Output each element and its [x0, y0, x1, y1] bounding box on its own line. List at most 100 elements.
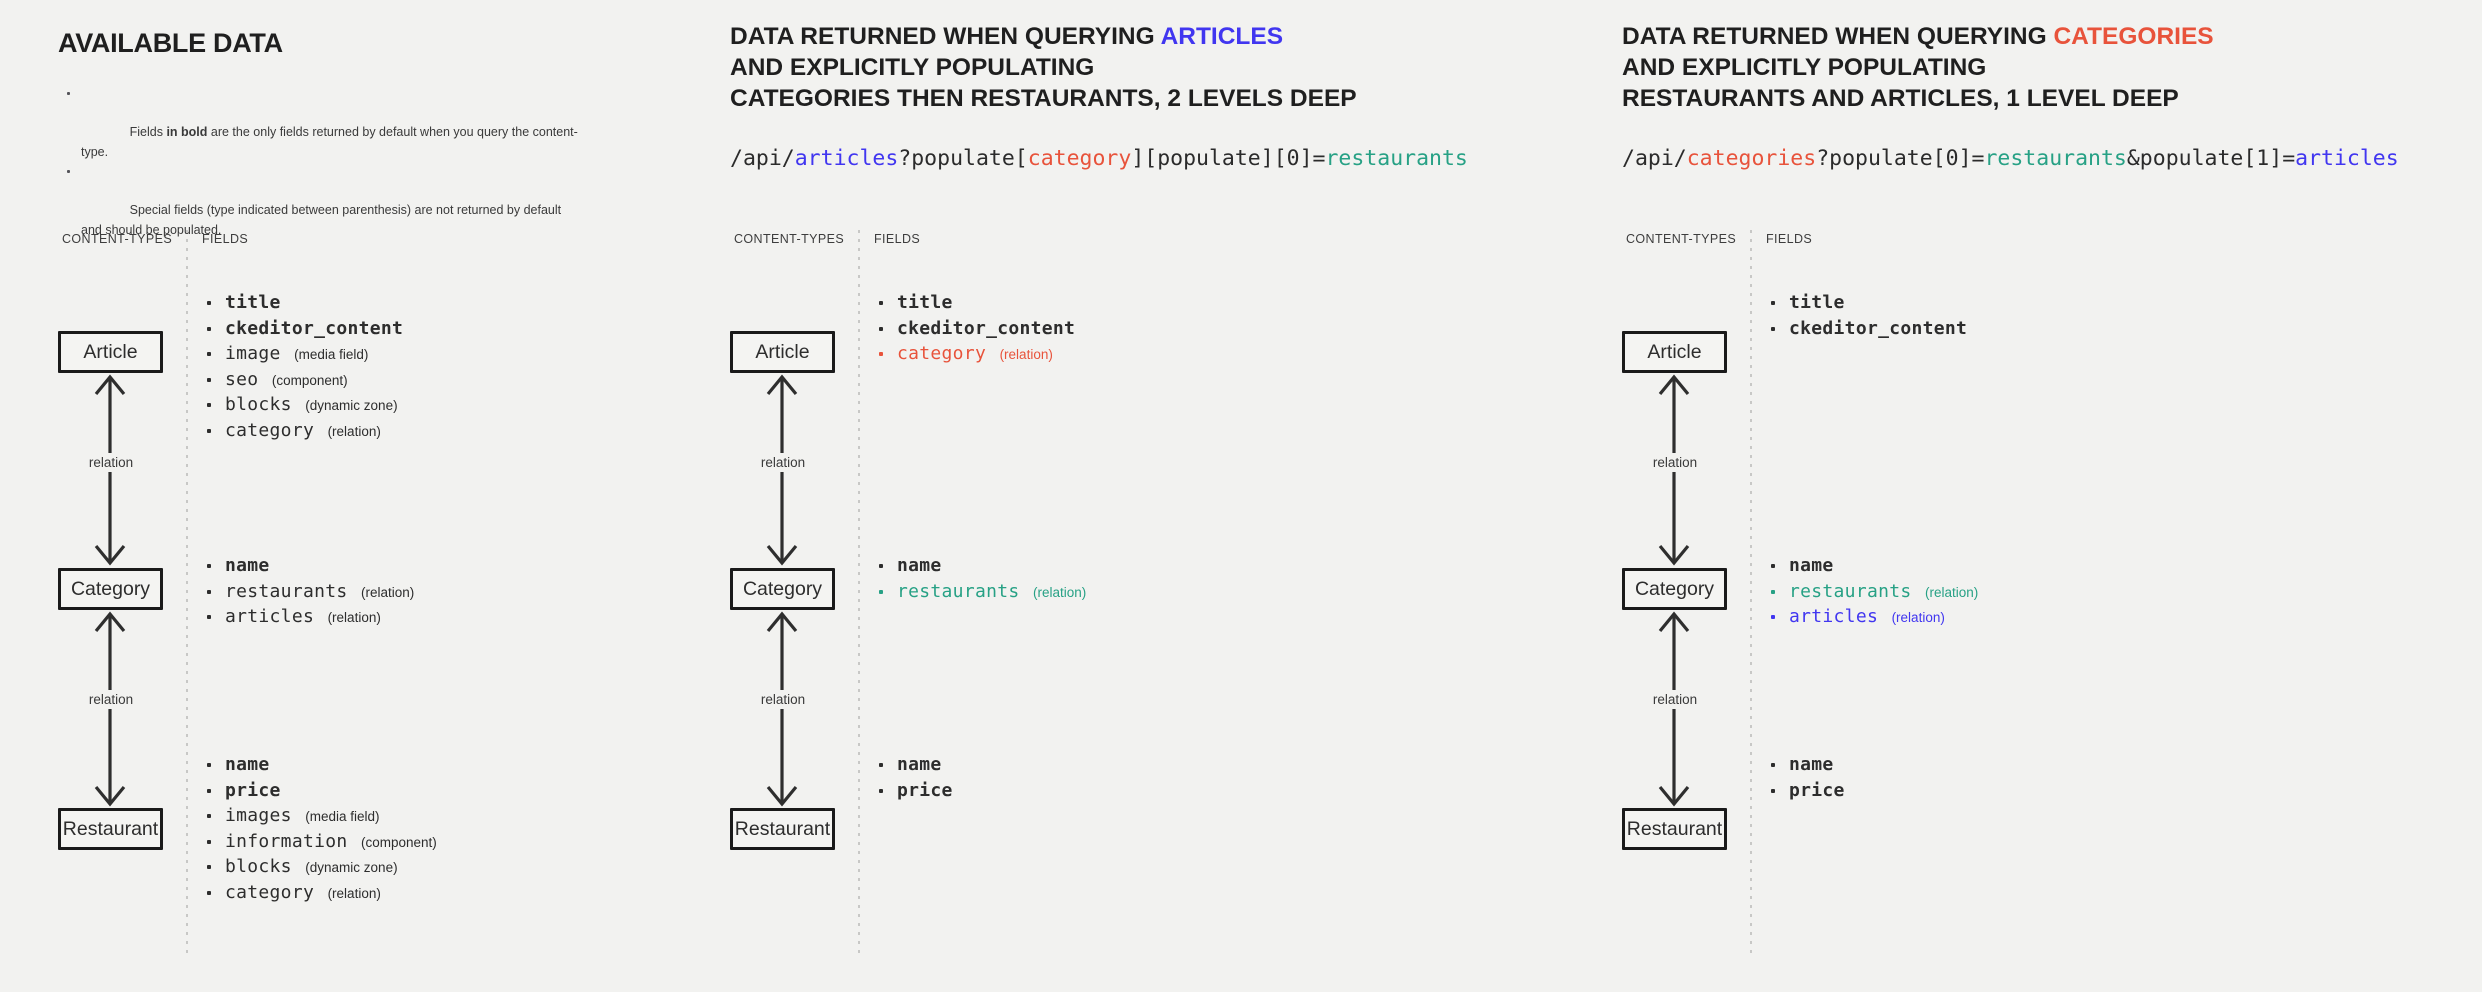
field-item: name — [1768, 753, 2268, 779]
bullet-dot-icon — [879, 301, 883, 305]
field-item: title — [204, 291, 704, 317]
api-url-segment: articles — [794, 146, 899, 171]
api-url-segment: restaurants — [1984, 146, 2127, 171]
content-type-name: Category — [1634, 577, 1715, 600]
field-name: name — [897, 555, 942, 576]
field-item: image (media field) — [204, 342, 704, 368]
field-type: (dynamic zone) — [305, 860, 398, 876]
fields-list: title ckeditor_content — [1768, 291, 2268, 342]
note-segment: in bold — [166, 125, 208, 139]
content-type-box: Article — [730, 331, 835, 373]
bullet-dot-icon — [207, 865, 211, 870]
field-item: price — [876, 779, 1376, 805]
relation-label: relation — [754, 690, 812, 709]
content-type-box: Restaurant — [1622, 808, 1727, 850]
fields-label: FIELDS — [202, 232, 249, 246]
bullet-dot-icon — [207, 352, 211, 357]
field-name: price — [897, 779, 953, 801]
field-item: title — [1768, 291, 2268, 317]
fields-list: name price — [1768, 753, 2268, 804]
heading-line: AND EXPLICITLY POPULATING — [730, 52, 1357, 83]
bullet-dot-icon — [879, 352, 883, 357]
field-item: category (relation) — [204, 881, 704, 907]
relation-label: relation — [754, 453, 812, 472]
note-item: Special fields (type indicated between p… — [58, 162, 598, 240]
bullet-dot-icon — [207, 589, 211, 594]
api-url: /api/articles?populate[category][populat… — [730, 146, 1468, 171]
bullet-dot-icon — [1771, 564, 1775, 568]
bullet-dot-icon — [879, 564, 883, 568]
bullet-dot-icon — [207, 890, 211, 895]
column-heading: DATA RETURNED WHEN QUERYING ARTICLES AND… — [730, 21, 1357, 114]
field-item: images (media field) — [204, 804, 704, 830]
field-item: ckeditor_content — [204, 317, 704, 343]
column-heading: DATA RETURNED WHEN QUERYING CATEGORIES A… — [1622, 21, 2214, 114]
field-item: restaurants (relation) — [876, 580, 1376, 606]
field-type: (relation) — [1032, 584, 1087, 600]
api-url-segment: /api/ — [1622, 146, 1687, 171]
bullet-dot-icon — [207, 788, 211, 793]
field-name: information — [225, 830, 348, 852]
field-name: name — [225, 555, 270, 576]
api-url-segment: category — [1027, 146, 1132, 171]
bullet-dot-icon — [67, 92, 70, 95]
field-item: ckeditor_content — [876, 317, 1376, 343]
field-name: restaurants — [1789, 580, 1912, 602]
fields-list: name price — [876, 753, 1376, 804]
bullet-dot-icon — [207, 763, 211, 767]
dotted-divider — [186, 230, 188, 958]
bullet-dot-icon — [67, 170, 70, 173]
api-url-segment: articles — [2295, 146, 2399, 171]
field-type: (media field) — [305, 809, 380, 825]
fields-label: FIELDS — [1766, 232, 1813, 246]
heading-segment: CATEGORIES — [2053, 23, 2214, 50]
bullet-dot-icon — [879, 763, 883, 767]
field-item: restaurants (relation) — [204, 580, 704, 606]
notes-list: Fields in bold are the only fields retur… — [58, 84, 598, 240]
field-name: name — [1789, 754, 1834, 775]
fields-list: name restaurants (relation) — [1768, 554, 2268, 631]
heading-segment: ARTICLES — [1160, 23, 1284, 50]
fields-label: FIELDS — [874, 232, 921, 246]
field-item: information (component) — [204, 830, 704, 856]
heading-line: RESTAURANTS AND ARTICLES, 1 LEVEL DEEP — [1622, 83, 2214, 114]
content-type-name: Restaurant — [734, 817, 831, 840]
content-type-box: Category — [58, 568, 163, 610]
bullet-dot-icon — [207, 839, 211, 844]
bullet-dot-icon — [207, 615, 211, 620]
bullet-dot-icon — [207, 428, 211, 433]
field-name: restaurants — [225, 580, 348, 602]
field-item: blocks (dynamic zone) — [204, 393, 704, 419]
content-type-name: Restaurant — [1626, 817, 1723, 840]
bullet-dot-icon — [1771, 301, 1775, 305]
content-type-name: Restaurant — [62, 817, 159, 840]
field-type: (component) — [360, 834, 437, 850]
relation-arrow-icon — [94, 611, 126, 807]
dotted-divider — [858, 230, 860, 958]
bullet-dot-icon — [207, 403, 211, 408]
field-item: title — [876, 291, 1376, 317]
api-url-segment: categories — [1686, 146, 1817, 171]
note-text: Special fields (type indicated between p… — [81, 184, 561, 237]
note-segment: Fields — [129, 125, 167, 139]
field-item: name — [876, 753, 1376, 779]
field-item: ckeditor_content — [1768, 317, 2268, 343]
relation-label: relation — [82, 453, 140, 472]
field-name: title — [1789, 292, 1845, 313]
bullet-dot-icon — [1771, 615, 1775, 620]
content-types-label: CONTENT-TYPES — [734, 232, 845, 246]
field-name: name — [225, 754, 270, 775]
field-type: (relation) — [999, 347, 1053, 363]
field-name: blocks — [225, 856, 292, 878]
content-type-name: Category — [742, 577, 823, 600]
field-name: images — [225, 805, 292, 827]
field-item: name — [1768, 554, 2268, 580]
api-url: /api/categories?populate[0]=restaurants&… — [1622, 146, 2399, 171]
diagram-column: DATA RETURNED WHEN QUERYING ARTICLES AND… — [730, 0, 1590, 992]
field-name: ckeditor_content — [897, 317, 1076, 339]
bullet-dot-icon — [207, 377, 211, 382]
api-url-segment: restaurants — [1325, 146, 1468, 171]
bullet-dot-icon — [1771, 763, 1775, 767]
note-text: Fields in bold are the only fields retur… — [81, 106, 578, 159]
